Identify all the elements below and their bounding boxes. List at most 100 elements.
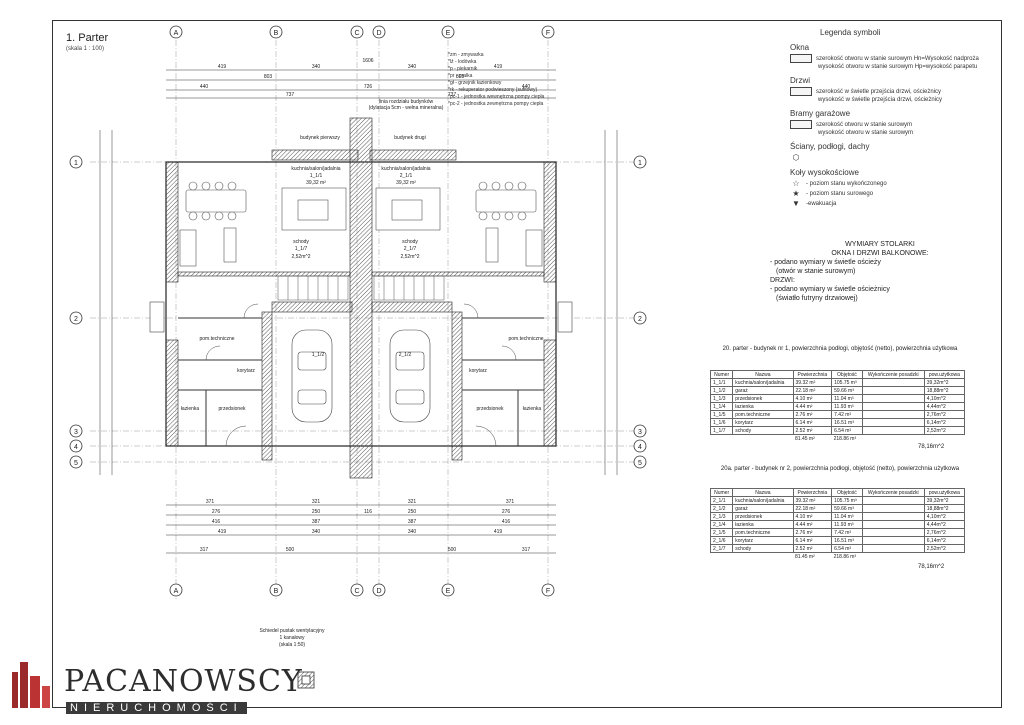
axis-label: A — [174, 30, 179, 37]
boundary-sub-label: (dylatacja 5cm - wełna mineralna) — [369, 105, 444, 111]
table-cell: 6.14 m² — [792, 418, 833, 427]
room-label: korytarz — [469, 368, 487, 374]
axis-label: F — [546, 588, 550, 595]
table-cell — [861, 544, 925, 553]
table-cell: 1_1/5 — [709, 410, 734, 419]
axis-label: 5 — [638, 460, 642, 467]
axis-label: D — [376, 588, 381, 595]
table-cell: 59.66 m³ — [831, 504, 863, 513]
table-header: Numer — [709, 370, 734, 379]
joinery-dimensions-note: WYMIARY STOLARKI OKNA I DRZWI BALKONOWE:… — [770, 240, 990, 303]
table-cell: 4.10 m² — [792, 512, 833, 521]
note-line: *pr - pralka — [448, 73, 473, 79]
dimension-text: 317 — [522, 547, 531, 553]
table-cell: 1_1/2 — [709, 386, 734, 395]
table-cell: 39,32m^2 — [923, 496, 966, 505]
room-area: 39,32 m² — [306, 180, 326, 186]
axis-label: E — [446, 588, 451, 595]
table-cell: łazienka — [732, 402, 794, 411]
dimension-text: 803 — [264, 74, 273, 80]
axis-label: 1 — [74, 160, 78, 167]
sheet-scale: (skala 1 : 100) — [66, 46, 105, 52]
dimension-text: 803 — [456, 74, 465, 80]
legend-text: szerokość otworu w stanie surowym Hn=Wys… — [816, 55, 979, 62]
room-code: 2_1/7 — [404, 246, 417, 252]
axis-label: 4 — [74, 444, 78, 451]
symbol-legend: Legenda symboli Okna szerokość otworu w … — [790, 28, 1000, 209]
axis-label: B — [274, 588, 279, 595]
table-cell — [861, 378, 925, 387]
room-label: schody — [402, 239, 418, 245]
room-label: pom.techniczne — [508, 336, 543, 342]
table-header: Objętość — [831, 370, 863, 379]
dimension-text: 387 — [312, 519, 321, 525]
room-table-building2: Numer Nazwa Powierzchnia Objętość Wykońc… — [709, 488, 966, 560]
table-cell: 16.51 m³ — [831, 536, 863, 545]
table-cell: pom.techniczne — [732, 528, 794, 537]
table-cell: 2_1/6 — [709, 536, 734, 545]
room-table-building1: Numer Nazwa Powierzchnia Objętość Wykońc… — [709, 370, 966, 442]
table-cell: kuchnia/salon/jadalnia — [732, 378, 794, 387]
legend-section-doors: Drzwi — [790, 76, 810, 85]
chimney-line: 1 kanałowy — [279, 635, 305, 641]
evacuation-icon: ▼ — [792, 199, 800, 208]
dimension-text: 419 — [218, 529, 227, 535]
table-cell: 4,10m^2 — [923, 512, 966, 521]
logo-brand: PACANOWSCY — [64, 664, 303, 699]
sum-volume: 218.86 m³ — [833, 435, 857, 442]
legend-section-windows: Okna — [790, 43, 810, 52]
table-cell: 1_1/3 — [709, 394, 734, 403]
note-line: *p - piekarnik — [448, 66, 478, 72]
table-cell: 4,44m^2 — [923, 520, 966, 529]
table-cell: 22.18 m² — [792, 504, 833, 513]
door-symbol-icon — [790, 87, 812, 96]
legend-text: szerokość otworu w stanie surowym — [816, 121, 913, 128]
axis-label: 1 — [638, 160, 642, 167]
finished-level-icon: ☆ — [792, 179, 800, 188]
dimension-text: 737 — [286, 92, 295, 98]
table-cell: 2,52m^2 — [923, 544, 966, 553]
axis-label: 5 — [74, 460, 78, 467]
table-cell: korytarz — [732, 536, 794, 545]
dimension-text: 500 — [448, 547, 457, 553]
table-cell: 18,88m^2 — [923, 386, 966, 395]
table-cell — [861, 402, 925, 411]
dimension-text: 371 — [506, 499, 515, 505]
legend-section-gates: Bramy garażowe — [790, 109, 851, 118]
axis-label: 3 — [74, 429, 78, 436]
table2-caption: 20a. parter - budynek nr 2, powierzchnia… — [720, 466, 960, 472]
room-code: 1_1/7 — [295, 246, 308, 252]
joinery-line: - podano wymiary w świetle ościeży — [770, 259, 881, 266]
legend-text: -ewakuacja — [806, 200, 837, 207]
room-label: kuchnia/salon/jadalnia — [291, 166, 340, 172]
table-cell: pom.techniczne — [732, 410, 794, 419]
table-cell — [861, 410, 925, 419]
drawing-sheet — [52, 20, 1002, 708]
room-label: korytarz — [237, 368, 255, 374]
legend-text: - poziom stanu wykończonego — [806, 180, 887, 187]
dimension-text: 340 — [312, 529, 321, 535]
table1-total: 78,16m^2 — [918, 444, 945, 450]
table-cell: łazienka — [732, 520, 794, 529]
legend-title: Legenda symboli — [820, 28, 881, 37]
room-label: przedsionek — [477, 406, 504, 412]
table-header-row: Numer Nazwa Powierzchnia Objętość Wykońc… — [709, 370, 966, 379]
room-area: 2,52m^2 — [291, 254, 310, 260]
axis-a-top — [169, 25, 183, 39]
table-cell — [861, 418, 925, 427]
dimension-text: 500 — [286, 547, 295, 553]
table-cell: 11.04 m³ — [831, 512, 863, 521]
table-cell: 2_1/4 — [709, 520, 734, 529]
table-cell: 2.76 m² — [792, 410, 833, 419]
section-marker-icon: ⬡ — [792, 153, 800, 162]
table-header-row: Numer Nazwa Powierzchnia Objętość Wykońc… — [709, 488, 966, 497]
table-cell: 59.66 m³ — [831, 386, 863, 395]
axis-label: 3 — [638, 429, 642, 436]
table-cell — [861, 426, 925, 435]
